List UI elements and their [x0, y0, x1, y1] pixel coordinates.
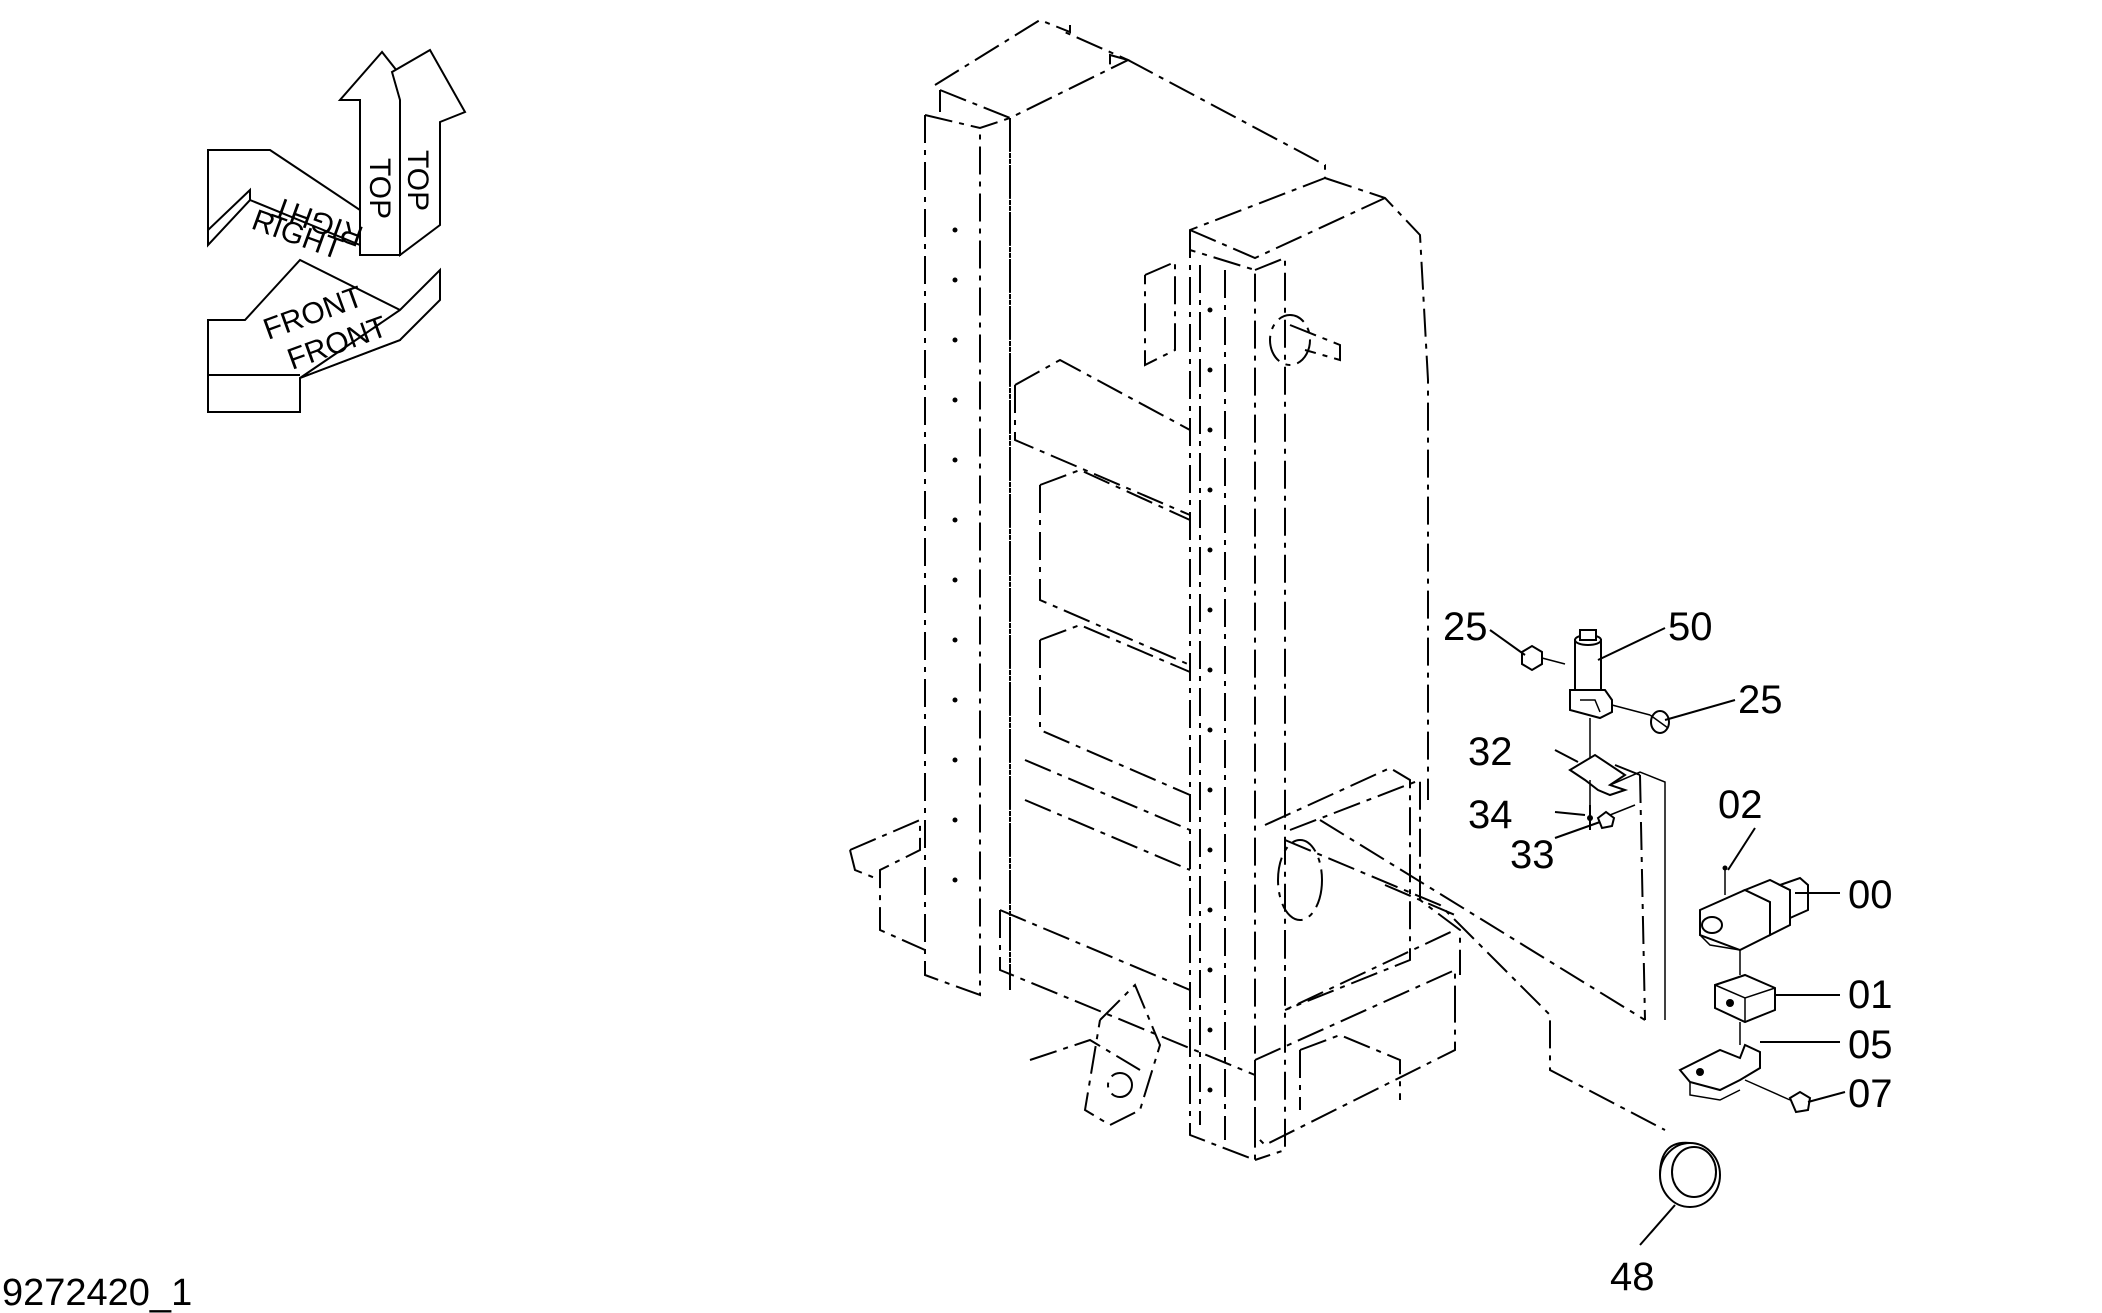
part-34-screw[interactable]	[1587, 780, 1593, 821]
callout-02: 02	[1718, 783, 1763, 827]
callout-07: 07	[1848, 1072, 1893, 1116]
bolt-holes-right	[1207, 307, 1213, 1093]
part-00-solenoid[interactable]	[1699, 876, 1809, 952]
callout-01: 01	[1848, 973, 1893, 1017]
top-arrow-icon: TOP TOP	[337, 48, 467, 257]
drawing-id: 9272420_1	[2, 1272, 192, 1313]
orientation-indicator: TOP TOP RIGHT RIGHT FRONT FRONT	[207, 48, 467, 413]
callout-33: 33	[1510, 833, 1555, 877]
callout-32: 32	[1468, 730, 1513, 774]
top-label-back: TOP	[363, 158, 396, 219]
part-25b-fitting[interactable]	[1611, 704, 1670, 734]
part-33-bolt[interactable]	[1596, 804, 1636, 830]
part-48-cover[interactable]	[1659, 1141, 1721, 1208]
callout-00: 00	[1848, 873, 1893, 917]
right-arrow-icon: RIGHT RIGHT	[207, 149, 367, 266]
callout-05: 05	[1848, 1023, 1893, 1067]
callouts: 25 50 25 32 34 33 02 00 01 05 07 48	[1443, 605, 1893, 1299]
front-arrow-icon: FRONT FRONT	[207, 258, 441, 413]
part-01-coil[interactable]	[1714, 973, 1776, 1024]
part-02-screw[interactable]	[1722, 865, 1728, 896]
machine-frame	[849, 18, 1666, 1162]
part-50-valve[interactable]	[1569, 629, 1613, 720]
part-07-bolt[interactable]	[1744, 1079, 1812, 1114]
callout-50: 50	[1668, 605, 1713, 649]
callout-25b: 25	[1738, 678, 1783, 722]
callout-34: 34	[1468, 793, 1513, 837]
part-32-bracket[interactable]	[1568, 753, 1666, 1020]
leader-lines	[1489, 627, 1846, 1246]
bolt-holes-left	[952, 227, 958, 883]
part-25a-fitting[interactable]	[1521, 644, 1566, 672]
callout-48: 48	[1610, 1255, 1655, 1299]
callout-25a: 25	[1443, 605, 1488, 649]
top-label-front: TOP	[401, 150, 434, 211]
part-05-bracket[interactable]	[1678, 1043, 1761, 1101]
